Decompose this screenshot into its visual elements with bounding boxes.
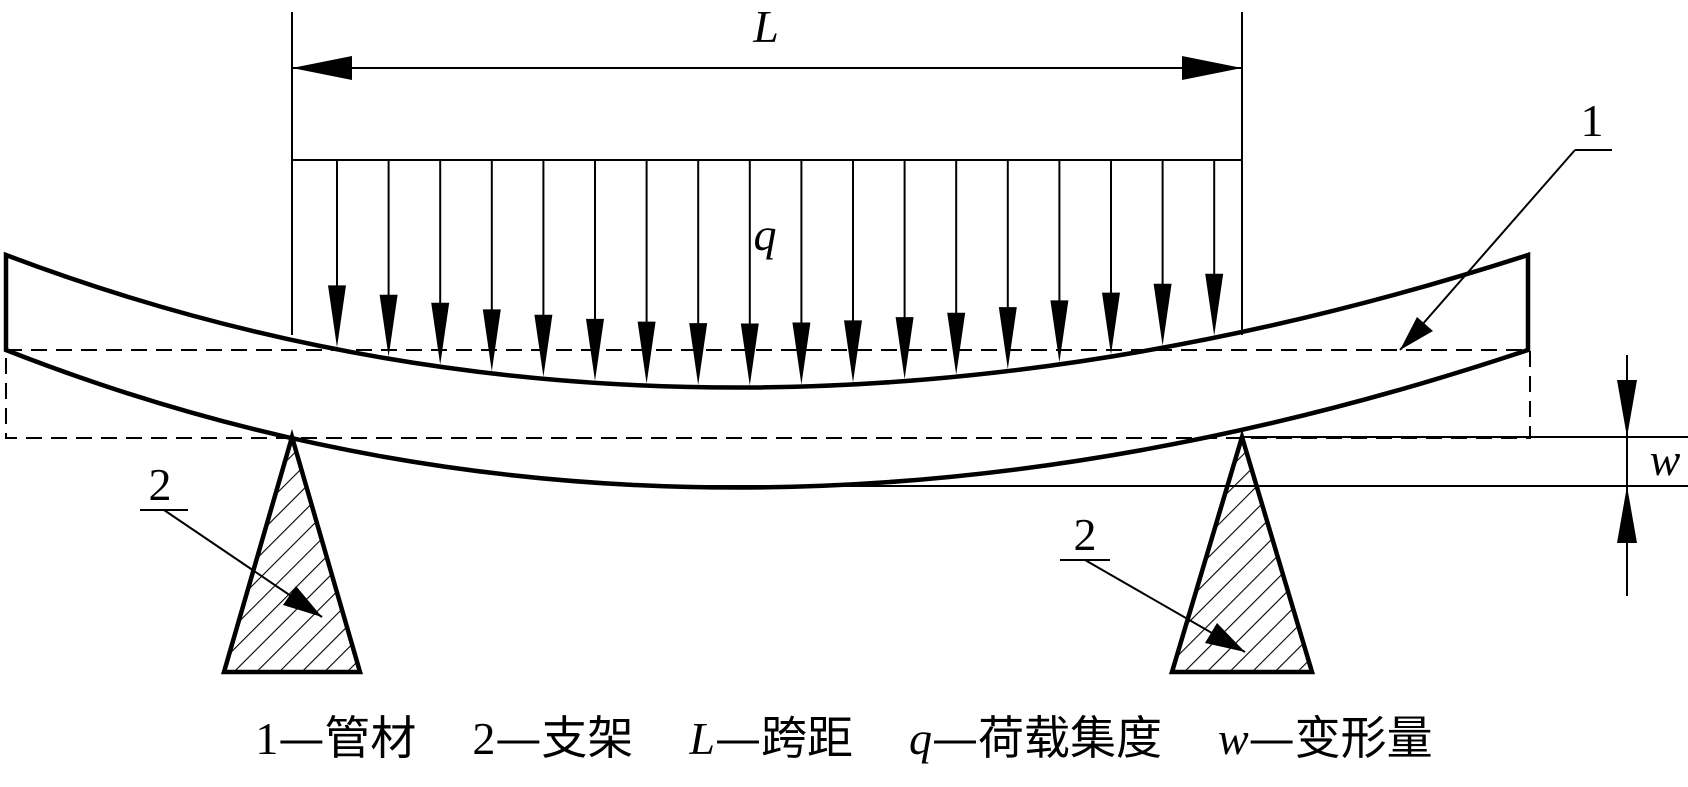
load-arrow-head [947, 312, 966, 375]
legend-item: w—变形量 [1217, 711, 1433, 765]
support-right-callout-number: 2 [1074, 509, 1097, 560]
legend: 1—管材 2—支架 L—跨距 q—荷载集度 w—变形量 [0, 690, 1688, 780]
load-arrow-head [534, 314, 553, 377]
load-arrow-head [379, 294, 398, 357]
load-arrows [328, 160, 1224, 386]
deflection-dimension [706, 355, 1688, 596]
pipe-callout-number: 1 [1581, 95, 1604, 146]
legend-item: L—跨距 [689, 711, 853, 765]
support-left-callout-leader [140, 509, 323, 618]
pipe-callout-leader [1399, 149, 1612, 351]
support-right-callout-leader [1060, 559, 1246, 653]
load-arrow-head [328, 285, 346, 348]
load-arrow-head [689, 323, 708, 386]
load-arrow-head [1205, 273, 1224, 336]
load-arrow-head [998, 307, 1017, 370]
deflection-label: w [1650, 434, 1681, 485]
load-arrow-head [482, 309, 501, 372]
undeformed-pipe [5, 349, 1531, 439]
legend-item: 2—支架 [472, 711, 634, 765]
load-arrow-head [1102, 292, 1120, 355]
load-arrow-head [637, 321, 656, 384]
support-left [221, 428, 363, 675]
load-arrow-head [1153, 283, 1172, 346]
support-right [1168, 429, 1316, 675]
legend-item: q—荷载集度 [908, 711, 1162, 765]
load-arrow-head [792, 322, 811, 385]
legend-item: 1—管材 [255, 711, 417, 765]
support-left-callout-number: 2 [149, 459, 172, 510]
load-arrow-head [740, 323, 759, 386]
load-arrow-head [431, 302, 450, 365]
span-dimension [291, 12, 1243, 335]
span-label: L [752, 1, 779, 52]
load-label: q [754, 209, 777, 260]
load-arrow-head [844, 320, 862, 383]
load-arrow-head [895, 317, 914, 380]
deformed-pipe [3, 251, 1531, 490]
load-arrow-head [1050, 300, 1069, 363]
